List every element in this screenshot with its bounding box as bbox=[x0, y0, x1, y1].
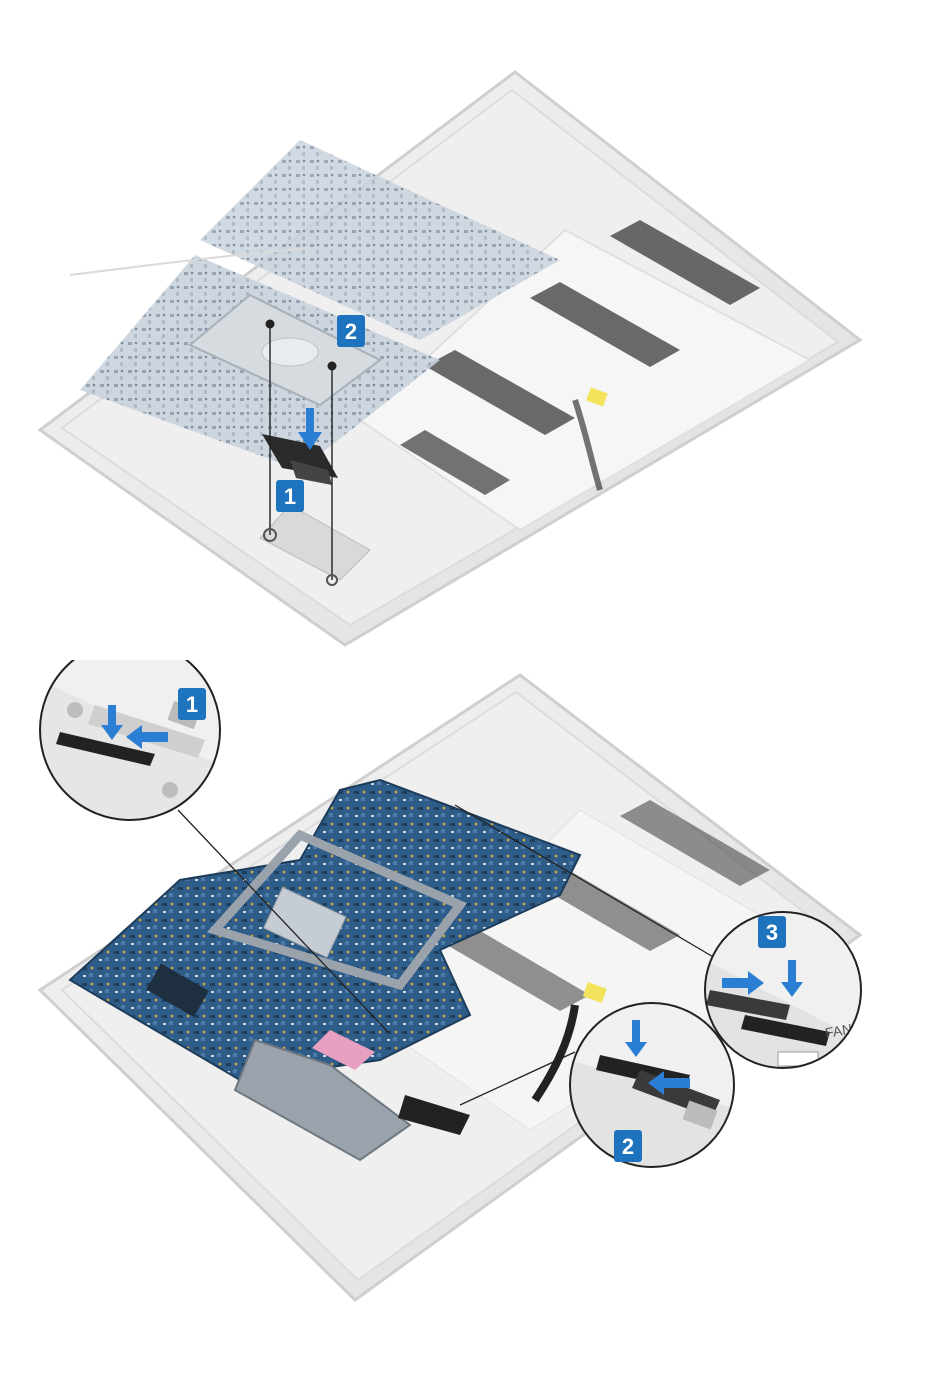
callout-2-bottom-label: 2 bbox=[622, 1134, 634, 1159]
callout-2-top-label: 2 bbox=[345, 319, 357, 344]
inset-1-screw bbox=[67, 702, 83, 718]
screw-1 bbox=[266, 320, 275, 329]
callout-1-top: 1 bbox=[276, 480, 304, 512]
screw-2 bbox=[328, 362, 337, 371]
inset-3: FAN 3 bbox=[705, 912, 861, 1070]
top-figure-svg: 1 2 bbox=[0, 60, 950, 660]
callout-3-label: 3 bbox=[766, 920, 778, 945]
inset-1-screw-2 bbox=[162, 782, 178, 798]
top-figure: 1 2 bbox=[0, 60, 950, 660]
inset-1: 1 bbox=[40, 660, 230, 830]
bottom-figure: 1 FAN 3 2 bbox=[0, 660, 950, 1320]
bottom-figure-svg: 1 FAN 3 2 bbox=[0, 660, 950, 1320]
callout-2-top: 2 bbox=[337, 315, 365, 347]
callout-1-top-label: 1 bbox=[284, 484, 296, 509]
callout-1-bottom-label: 1 bbox=[186, 692, 198, 717]
inset-3-fan-socket bbox=[778, 1052, 818, 1066]
